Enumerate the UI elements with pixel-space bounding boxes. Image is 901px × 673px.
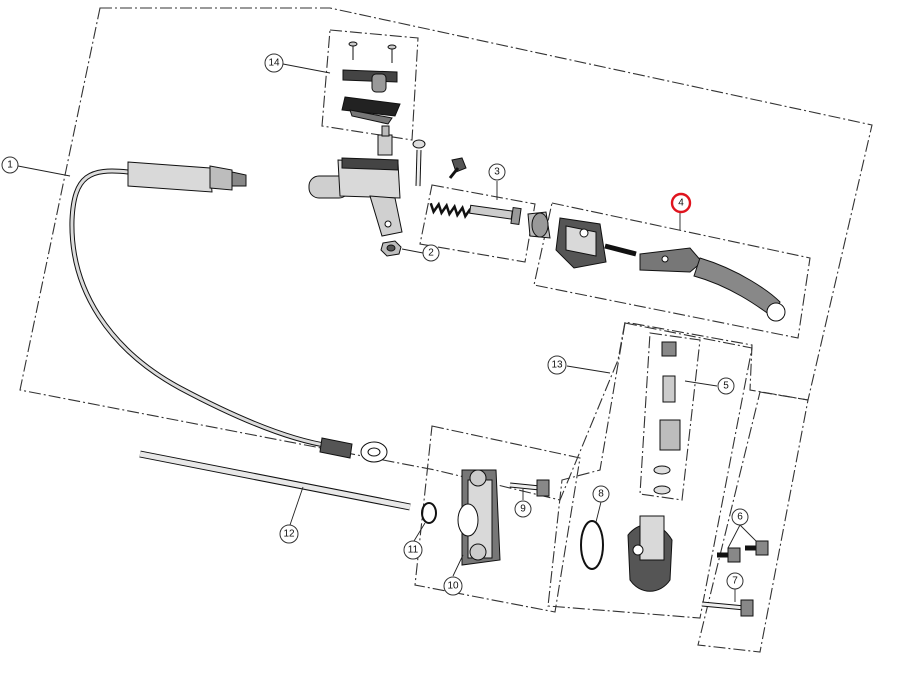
- callout-11-label: 11: [408, 545, 419, 556]
- slave-cylinder-group-outline: [414, 425, 581, 613]
- piston-kit-group-outline: [419, 184, 536, 263]
- o-ring-large: [580, 520, 604, 570]
- callout-6: 6: [731, 508, 749, 526]
- callout-1-label: 1: [7, 160, 13, 171]
- callout-10-label: 10: [447, 581, 459, 592]
- callout-10: 10: [443, 576, 463, 596]
- bolt-9: [509, 479, 550, 497]
- callout-14: 14: [264, 53, 284, 73]
- callout-9: 9: [514, 500, 532, 518]
- reservoir-cap-kit: [341, 41, 401, 125]
- callout-13-label: 13: [551, 360, 563, 371]
- callout-2-label: 2: [428, 248, 434, 259]
- bolt-set-group-outline: [697, 391, 809, 653]
- master-cylinder-body: [308, 125, 426, 237]
- bleeder-group-outline: [639, 332, 701, 501]
- callout-14-label: 14: [268, 58, 280, 69]
- callout-9-label: 9: [520, 504, 526, 515]
- bleeder-kit: [653, 341, 681, 495]
- callout-3-label: 3: [494, 167, 500, 178]
- callout-6-label: 6: [737, 512, 743, 523]
- hydraulic-hose: [69, 161, 388, 463]
- bolt-7: [701, 599, 754, 617]
- dust-boot: [527, 211, 551, 239]
- callout-12: 12: [279, 524, 299, 544]
- bolts-6: [717, 540, 769, 563]
- slave-housing: [457, 469, 501, 566]
- callout-8: 8: [592, 485, 610, 503]
- clutch-slave-group-outline: [547, 322, 753, 619]
- callout-1: 1: [1, 156, 19, 174]
- callout-12-label: 12: [283, 529, 295, 540]
- callout-13: 13: [547, 355, 567, 375]
- lever-group-outline: [533, 202, 811, 339]
- callout-8-label: 8: [598, 489, 604, 500]
- clutch-slave-cylinder: [627, 515, 673, 592]
- leader-lines: [17, 63, 757, 602]
- callout-4-label: 4: [678, 198, 684, 209]
- piston-kit: [429, 157, 522, 226]
- callout-3: 3: [488, 163, 506, 181]
- callout-5-label: 5: [723, 381, 729, 392]
- callout-11: 11: [403, 540, 423, 560]
- callout-7: 7: [726, 572, 744, 590]
- hex-nut: [380, 240, 402, 257]
- push-rod: [139, 450, 411, 511]
- callout-5: 5: [717, 377, 735, 395]
- clutch-lever-assembly: [555, 217, 786, 322]
- reservoir-cap-group-outline: [321, 29, 419, 141]
- o-ring-small: [421, 502, 437, 524]
- callout-4: 4: [670, 192, 692, 214]
- callout-2: 2: [422, 244, 440, 262]
- callout-7-label: 7: [732, 576, 738, 587]
- master-cylinder-group-outline: [19, 7, 873, 501]
